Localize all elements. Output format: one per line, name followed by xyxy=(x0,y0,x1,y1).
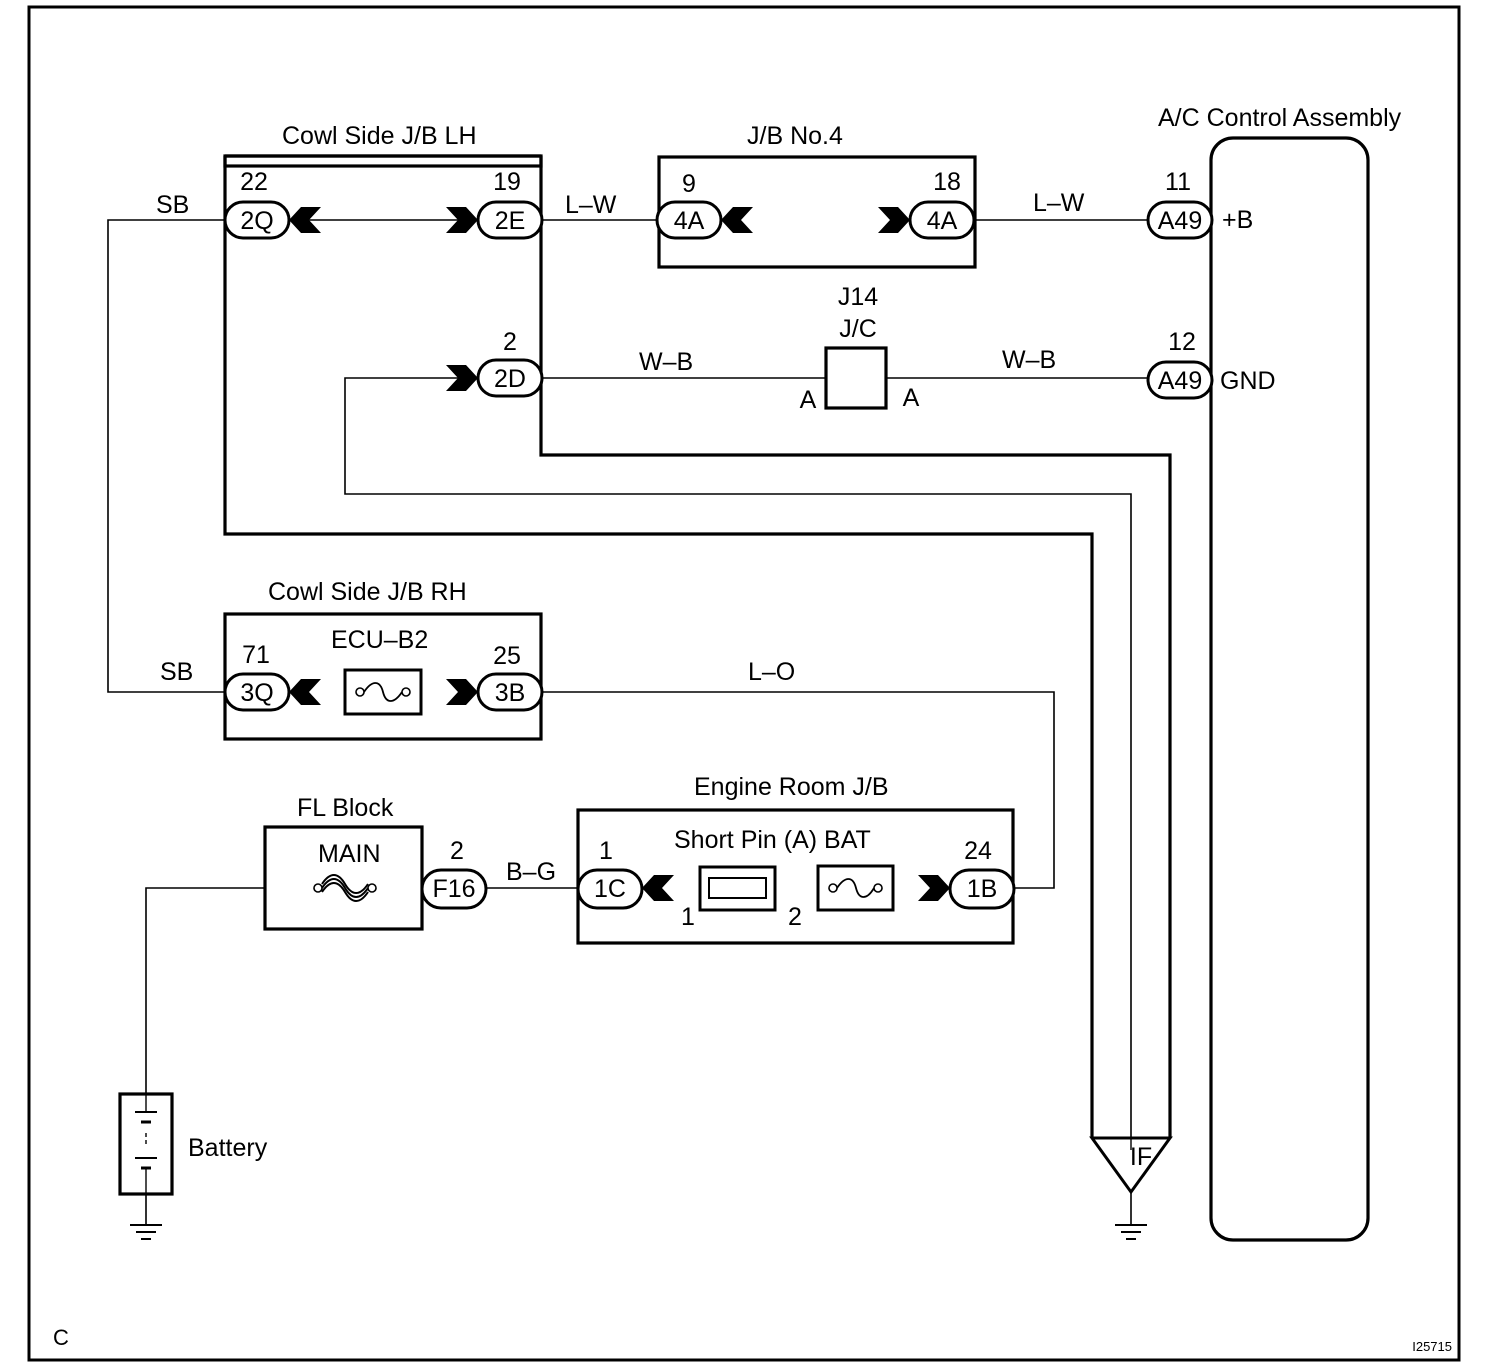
battery-ground-icon xyxy=(130,1224,162,1240)
connector-1C: 1C xyxy=(594,875,626,903)
arrow-2Q xyxy=(289,207,321,233)
pin-3B: 25 xyxy=(493,642,521,670)
j14-jc-label: J/C xyxy=(839,315,877,343)
pin-4A-in: 9 xyxy=(682,170,696,198)
connector-F16: F16 xyxy=(432,875,475,903)
figure-id: I25715 xyxy=(1412,1339,1452,1354)
pin-1C: 1 xyxy=(599,837,613,865)
ground-if-label: IF xyxy=(1130,1143,1152,1171)
pin-A49-gnd: 12 xyxy=(1168,328,1196,356)
connector-ovals xyxy=(223,200,1214,910)
pin-1B: 24 xyxy=(964,837,992,865)
wire-lo: L–O xyxy=(748,658,795,686)
arrow-4A-out xyxy=(878,207,910,233)
terminal-plus-b: +B xyxy=(1222,206,1253,234)
arrow-4A-in xyxy=(721,207,753,233)
connector-4A-in: 4A xyxy=(674,207,705,235)
ac-control-assembly-label: A/C Control Assembly xyxy=(1158,104,1402,132)
arrow-3B xyxy=(446,679,478,705)
pin-3Q: 71 xyxy=(242,641,270,669)
pin-2E: 19 xyxy=(493,168,521,196)
wire-sb-bottom: SB xyxy=(160,658,193,686)
cowl-side-jb-lh-label: Cowl Side J/B LH xyxy=(282,122,477,150)
connector-4A-out: 4A xyxy=(927,207,958,235)
connector-3B: 3B xyxy=(495,679,526,707)
engine-room-jb-label: Engine Room J/B xyxy=(694,773,889,801)
wire-lw-1: L–W xyxy=(565,191,617,219)
connector-2Q: 2Q xyxy=(240,207,273,235)
j14-jc-box xyxy=(824,346,888,410)
short-pin xyxy=(698,865,777,912)
connector-1B: 1B xyxy=(967,875,998,903)
arrow-2D xyxy=(446,365,478,391)
wire-sb-top: SB xyxy=(156,191,189,219)
engine-room-jb-box xyxy=(576,808,1015,945)
connector-3Q: 3Q xyxy=(240,679,273,707)
arrow-1B xyxy=(918,875,950,901)
pin-2D: 2 xyxy=(503,328,517,356)
connector-A49-b: A49 xyxy=(1158,207,1202,235)
j14-id-label: J14 xyxy=(838,283,878,311)
fuse-ecu-b2 xyxy=(343,668,423,716)
wire-wb-1: W–B xyxy=(639,348,693,376)
pin-2Q: 22 xyxy=(240,168,268,196)
ac-control-assembly-box xyxy=(1209,136,1370,1242)
pin-4A-out: 18 xyxy=(933,168,961,196)
wire-wb-2: W–B xyxy=(1002,346,1056,374)
if-ground-icon xyxy=(1089,1136,1173,1240)
jc-left-terminal: A xyxy=(800,386,817,414)
jc-right-terminal: A xyxy=(903,384,920,412)
wire-lw-2: L–W xyxy=(1033,189,1085,217)
wire-bg: B–G xyxy=(506,858,556,886)
short-pin-label: Short Pin (A) BAT xyxy=(674,826,871,854)
fl-block-label: FL Block xyxy=(297,794,394,822)
arrow-3Q xyxy=(289,679,321,705)
battery-label: Battery xyxy=(188,1134,268,1162)
fl-block-box xyxy=(263,825,424,931)
corner-marker: C xyxy=(53,1325,69,1350)
pin-A49-b: 11 xyxy=(1165,168,1191,196)
thick-wires xyxy=(223,230,1172,1138)
fuse-bat xyxy=(816,864,895,912)
ecu-b2-fuse-label: ECU–B2 xyxy=(331,626,428,654)
connector-A49-gnd: A49 xyxy=(1158,367,1202,395)
battery-symbol xyxy=(118,1092,174,1196)
arrow-1C xyxy=(642,875,674,901)
main-fuse-label: MAIN xyxy=(318,840,381,868)
short-pin-terminal-1: 1 xyxy=(681,903,695,931)
connector-arrows xyxy=(289,207,950,901)
terminal-gnd: GND xyxy=(1220,367,1276,395)
pin-F16: 2 xyxy=(450,837,464,865)
fusible-link-main xyxy=(313,874,377,902)
connector-2E: 2E xyxy=(495,207,526,235)
arrow-2E xyxy=(446,207,478,233)
cowl-side-jb-rh-label: Cowl Side J/B RH xyxy=(268,578,467,606)
diagram-frame xyxy=(27,5,1461,1362)
jb-no4-label: J/B No.4 xyxy=(747,122,843,150)
short-pin-terminal-2: 2 xyxy=(788,903,802,931)
connector-2D: 2D xyxy=(494,365,526,393)
